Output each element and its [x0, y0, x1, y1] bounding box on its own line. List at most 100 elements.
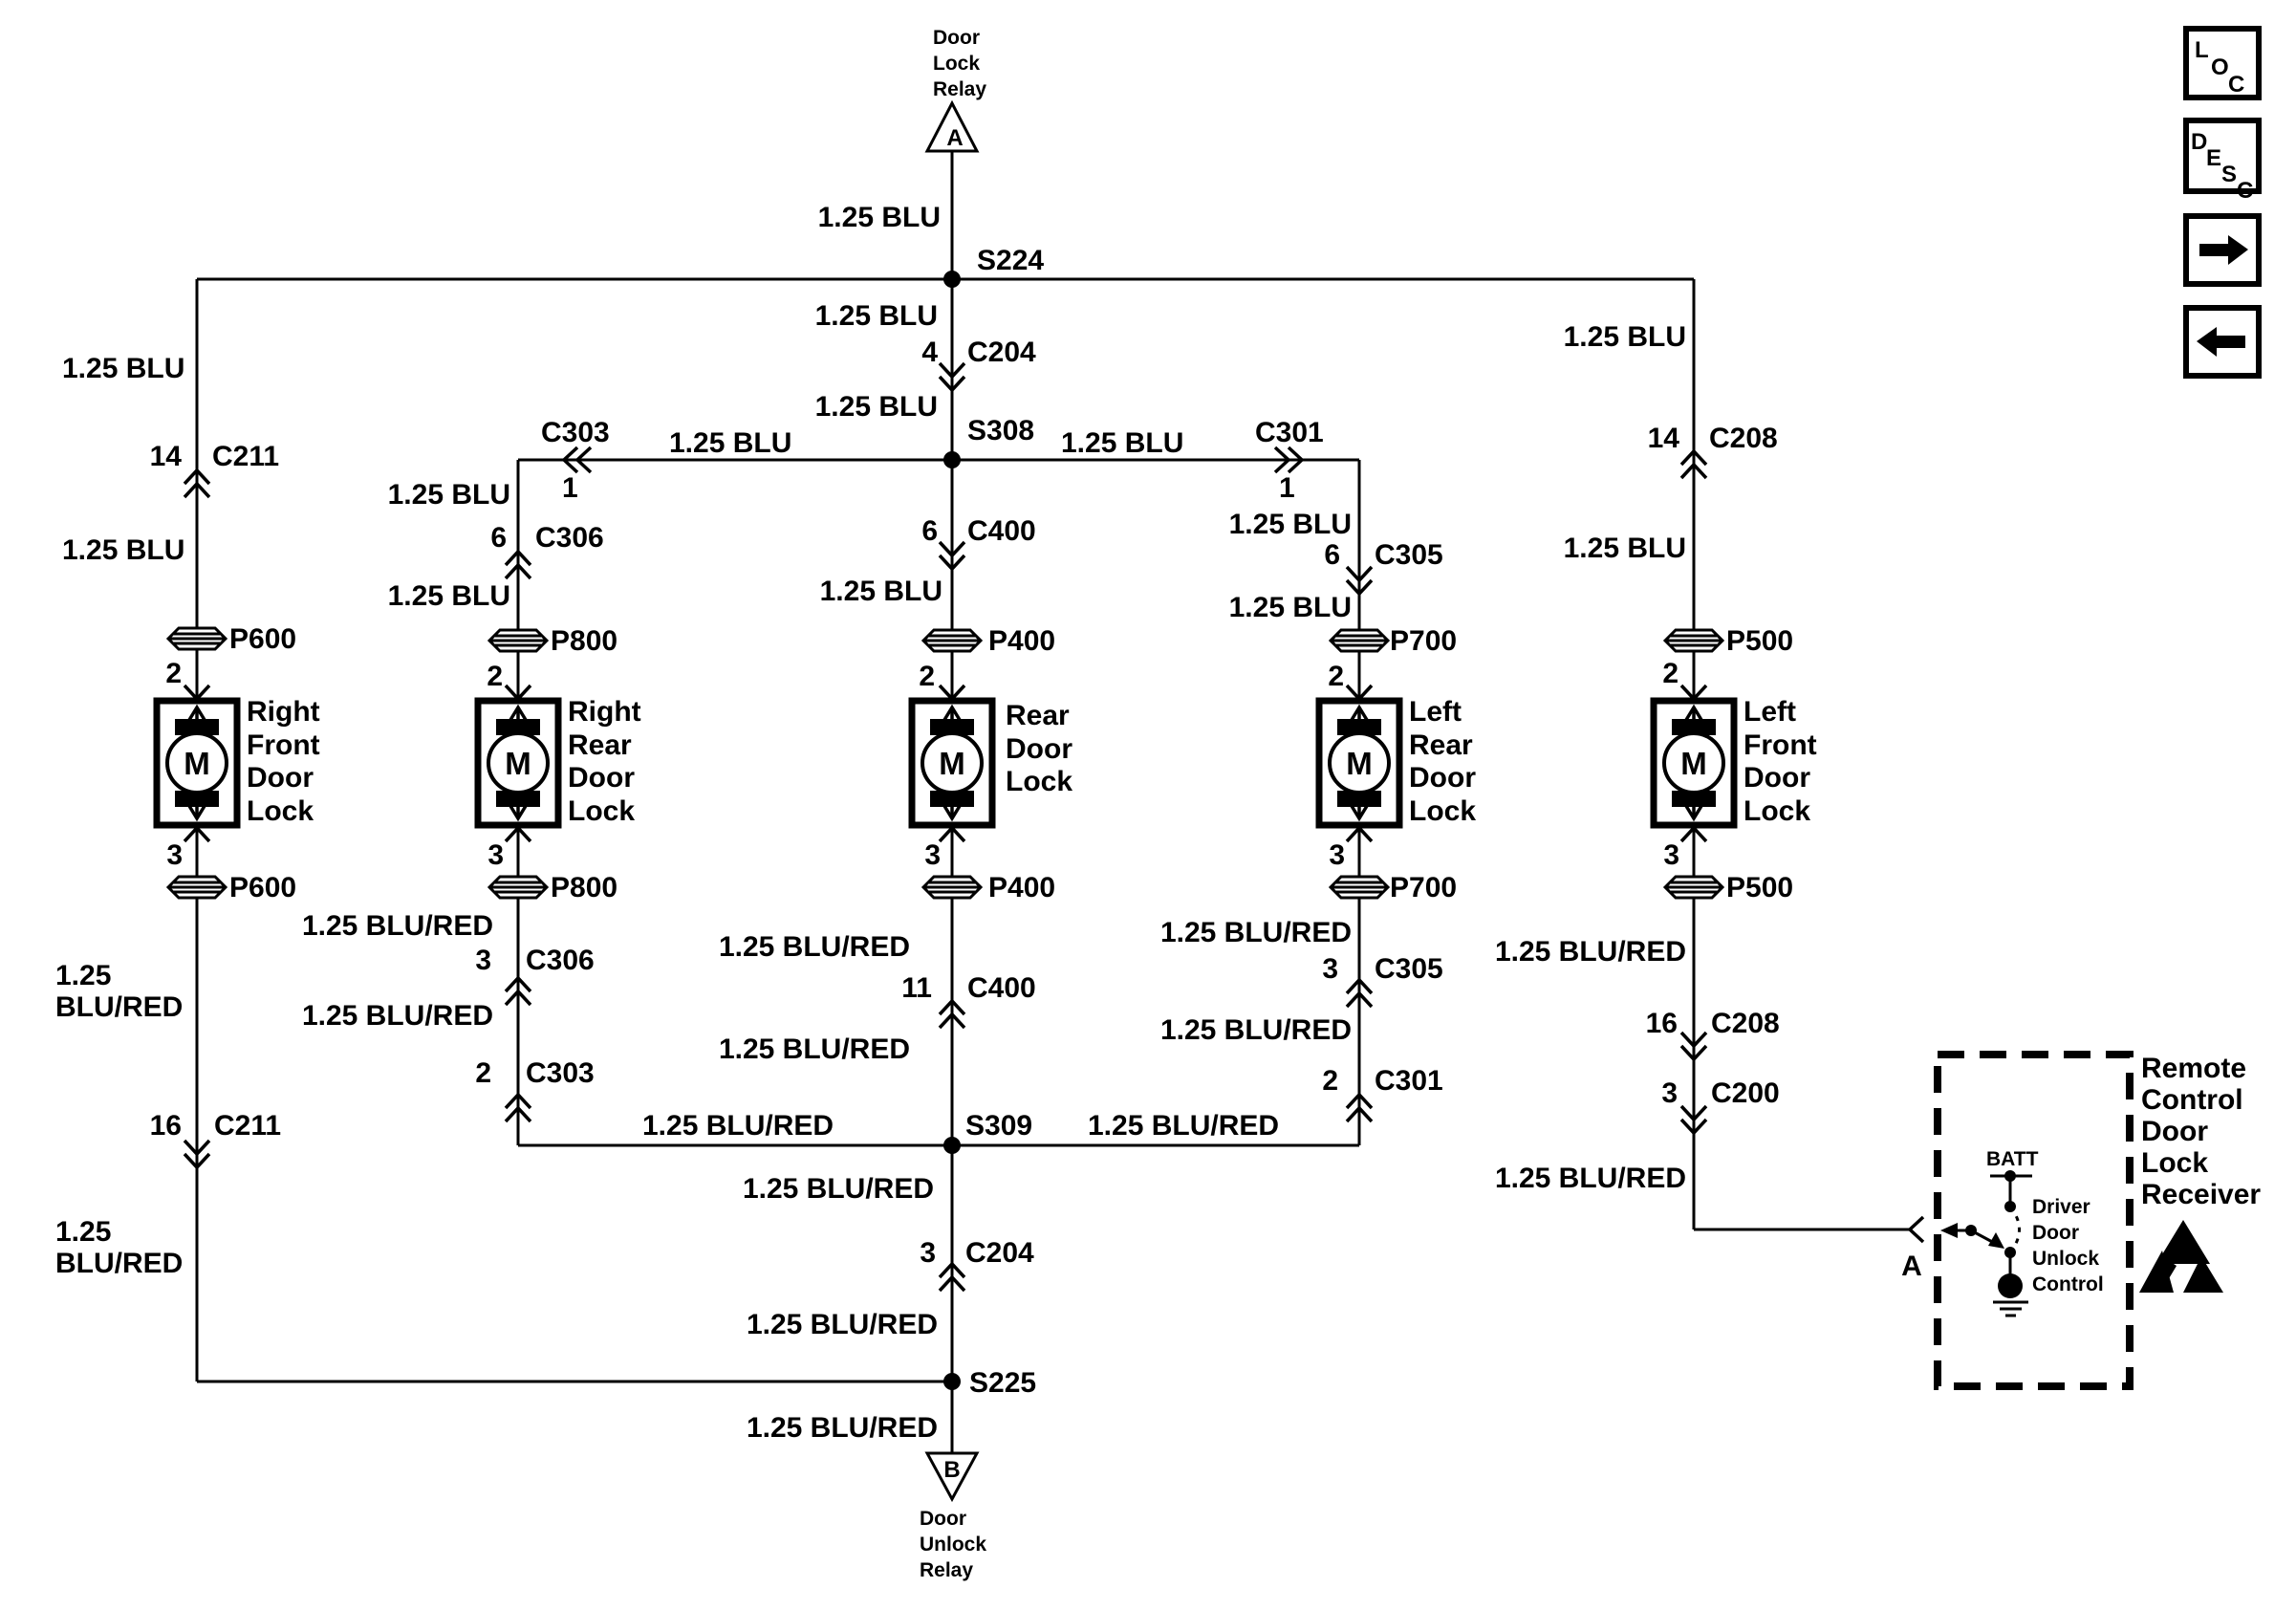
wire-label: BLU/RED — [55, 1248, 183, 1279]
desc-button[interactable]: D E S C — [2183, 118, 2262, 204]
motor-name-right-front: Front — [247, 729, 320, 761]
pin-label: 16 — [1646, 1008, 1678, 1039]
p700-grommet-icon — [1329, 875, 1390, 900]
p400-grommet-icon — [921, 628, 983, 653]
wire-tag-a: A — [1901, 1251, 1922, 1282]
driver-door-unlock-control-label: Door — [2032, 1222, 2079, 1244]
door-lock-relay-triangle-icon — [924, 99, 980, 153]
motor-name-rear: Rear — [1006, 700, 1070, 731]
wire-label: 1.25 BLU/RED — [747, 1309, 938, 1340]
wire-label: 1.25 BLU — [62, 534, 184, 566]
connector-label-c306-bottom: C306 — [526, 945, 595, 976]
splice-label-s308: S308 — [967, 415, 1034, 446]
wire-label: 1.25 BLU/RED — [1495, 936, 1686, 968]
splice-dots — [943, 271, 961, 1390]
desc-letter: S — [2221, 162, 2237, 187]
door-lock-motors: M M M M M — [157, 701, 1734, 825]
wire-label: 1.25 BLU/RED — [747, 1412, 938, 1444]
loc-button[interactable]: L O C — [2183, 26, 2262, 100]
pin-label: 3 — [475, 945, 491, 976]
center-column-labels: 1.25 BLU S224 1.25 BLU 4 C204 1.25 BLU S… — [541, 202, 1324, 1444]
pin-label: 2 — [1322, 1065, 1338, 1097]
wire-label: BLU/RED — [55, 991, 183, 1023]
motor-name-left-rear: Left — [1409, 696, 1462, 728]
left-front-column-labels: 1.25 BLU 14 C208 1.25 BLU P500 2 Left Fr… — [1495, 321, 1817, 1194]
p800-grommet-icon — [487, 875, 549, 900]
door-unlock-relay-label: Relay — [920, 1559, 973, 1581]
left-column-labels: 1.25 BLU 14 C211 1.25 BLU P600 2 Right F… — [55, 353, 320, 1279]
pin-label: 1 — [562, 472, 578, 504]
pin-label: 2 — [487, 661, 503, 692]
motor-name-right-rear: Rear — [568, 729, 632, 761]
motor-name-right-front: Lock — [247, 795, 314, 827]
wire-label: 1.25 BLU/RED — [302, 910, 493, 942]
wire-label: 1.25 BLU — [1229, 509, 1352, 540]
next-page-button[interactable] — [2183, 213, 2262, 287]
motor-name-left-front: Lock — [1744, 795, 1810, 827]
door-unlock-relay-label: Door — [920, 1508, 966, 1530]
relay-tag-b: B — [943, 1457, 960, 1483]
motor-letter: M — [184, 746, 210, 781]
grommet-label-p800: P800 — [551, 625, 617, 657]
connector-label-c303-bottom: C303 — [526, 1057, 595, 1089]
grommet-label-p400: P400 — [988, 625, 1055, 657]
motor-name-right-front: Door — [247, 762, 314, 794]
wire-label: 1.25 BLU — [669, 427, 791, 459]
wire-label: 1.25 BLU/RED — [1088, 1110, 1279, 1142]
pin-label: 14 — [150, 441, 183, 472]
grommet-label-p500: P500 — [1726, 872, 1793, 903]
motor-name-rear: Door — [1006, 733, 1072, 765]
right-arrow-icon — [2199, 235, 2248, 265]
pin-label: 3 — [1322, 953, 1338, 985]
switch-throw-arc — [2008, 1206, 2021, 1253]
wire-label: 1.25 BLU — [815, 391, 938, 423]
left-arrow-icon — [2197, 327, 2245, 357]
wire-label: 1.25 BLU/RED — [743, 1173, 934, 1205]
motor-name-left-front: Door — [1744, 762, 1810, 794]
pin-label: 2 — [475, 1057, 491, 1089]
loc-letter: L — [2195, 37, 2209, 63]
pin-label: 2 — [165, 658, 182, 689]
motor-name-right-rear: Right — [568, 696, 641, 728]
wire-label: 1.25 BLU — [820, 576, 942, 607]
previous-page-button[interactable] — [2183, 305, 2262, 379]
motor-name-left-rear: Door — [1409, 762, 1476, 794]
pin-label: 2 — [919, 661, 935, 692]
connector-label-c305-bottom: C305 — [1375, 953, 1443, 985]
connector-label-c211-bottom: C211 — [214, 1110, 281, 1142]
wire-label: 1.25 BLU — [815, 300, 938, 332]
connector-label-c204-top: C204 — [967, 337, 1036, 368]
connector-label-c400-top: C400 — [967, 515, 1036, 547]
grommet-label-p400: P400 — [988, 872, 1055, 903]
grommet-label-p600: P600 — [229, 872, 296, 903]
pin-label: 2 — [1662, 658, 1679, 689]
wire-label: 1.25 BLU/RED — [1160, 917, 1352, 948]
esd-sensitive-icon — [2139, 1220, 2223, 1293]
pin-label: 3 — [920, 1237, 936, 1269]
pin-label: 3 — [1663, 839, 1679, 871]
pin-label: 6 — [490, 522, 507, 554]
pin-label: 11 — [901, 972, 932, 1004]
wire-label: 1.25 BLU — [1229, 592, 1352, 623]
connector-label-c211-top: C211 — [212, 441, 279, 472]
wire-label: 1.25 BLU/RED — [1495, 1163, 1686, 1194]
switch-arrow-contact-icon — [1988, 1232, 2004, 1249]
pin-label: 3 — [924, 839, 941, 871]
grommet-label-p600: P600 — [229, 623, 296, 655]
wire-label: 1.25 BLU — [1564, 533, 1686, 564]
connector-label-c301: C301 — [1255, 417, 1324, 448]
door-lock-relay-label: Lock — [933, 53, 980, 75]
p700-grommet-icon — [1329, 628, 1390, 653]
driver-door-unlock-control-label: Control — [2032, 1273, 2104, 1295]
pin-label: 3 — [487, 839, 504, 871]
loc-letter: C — [2228, 72, 2244, 98]
wire-label: 1.25 BLU/RED — [642, 1110, 834, 1142]
pin-label: 4 — [921, 337, 938, 368]
receiver-title: Door — [2141, 1116, 2208, 1147]
grommet-label-p700: P700 — [1390, 625, 1457, 657]
wire-label: 1.25 BLU — [62, 353, 184, 384]
receiver-title: Lock — [2141, 1147, 2208, 1179]
connector-label-c200: C200 — [1711, 1077, 1780, 1109]
